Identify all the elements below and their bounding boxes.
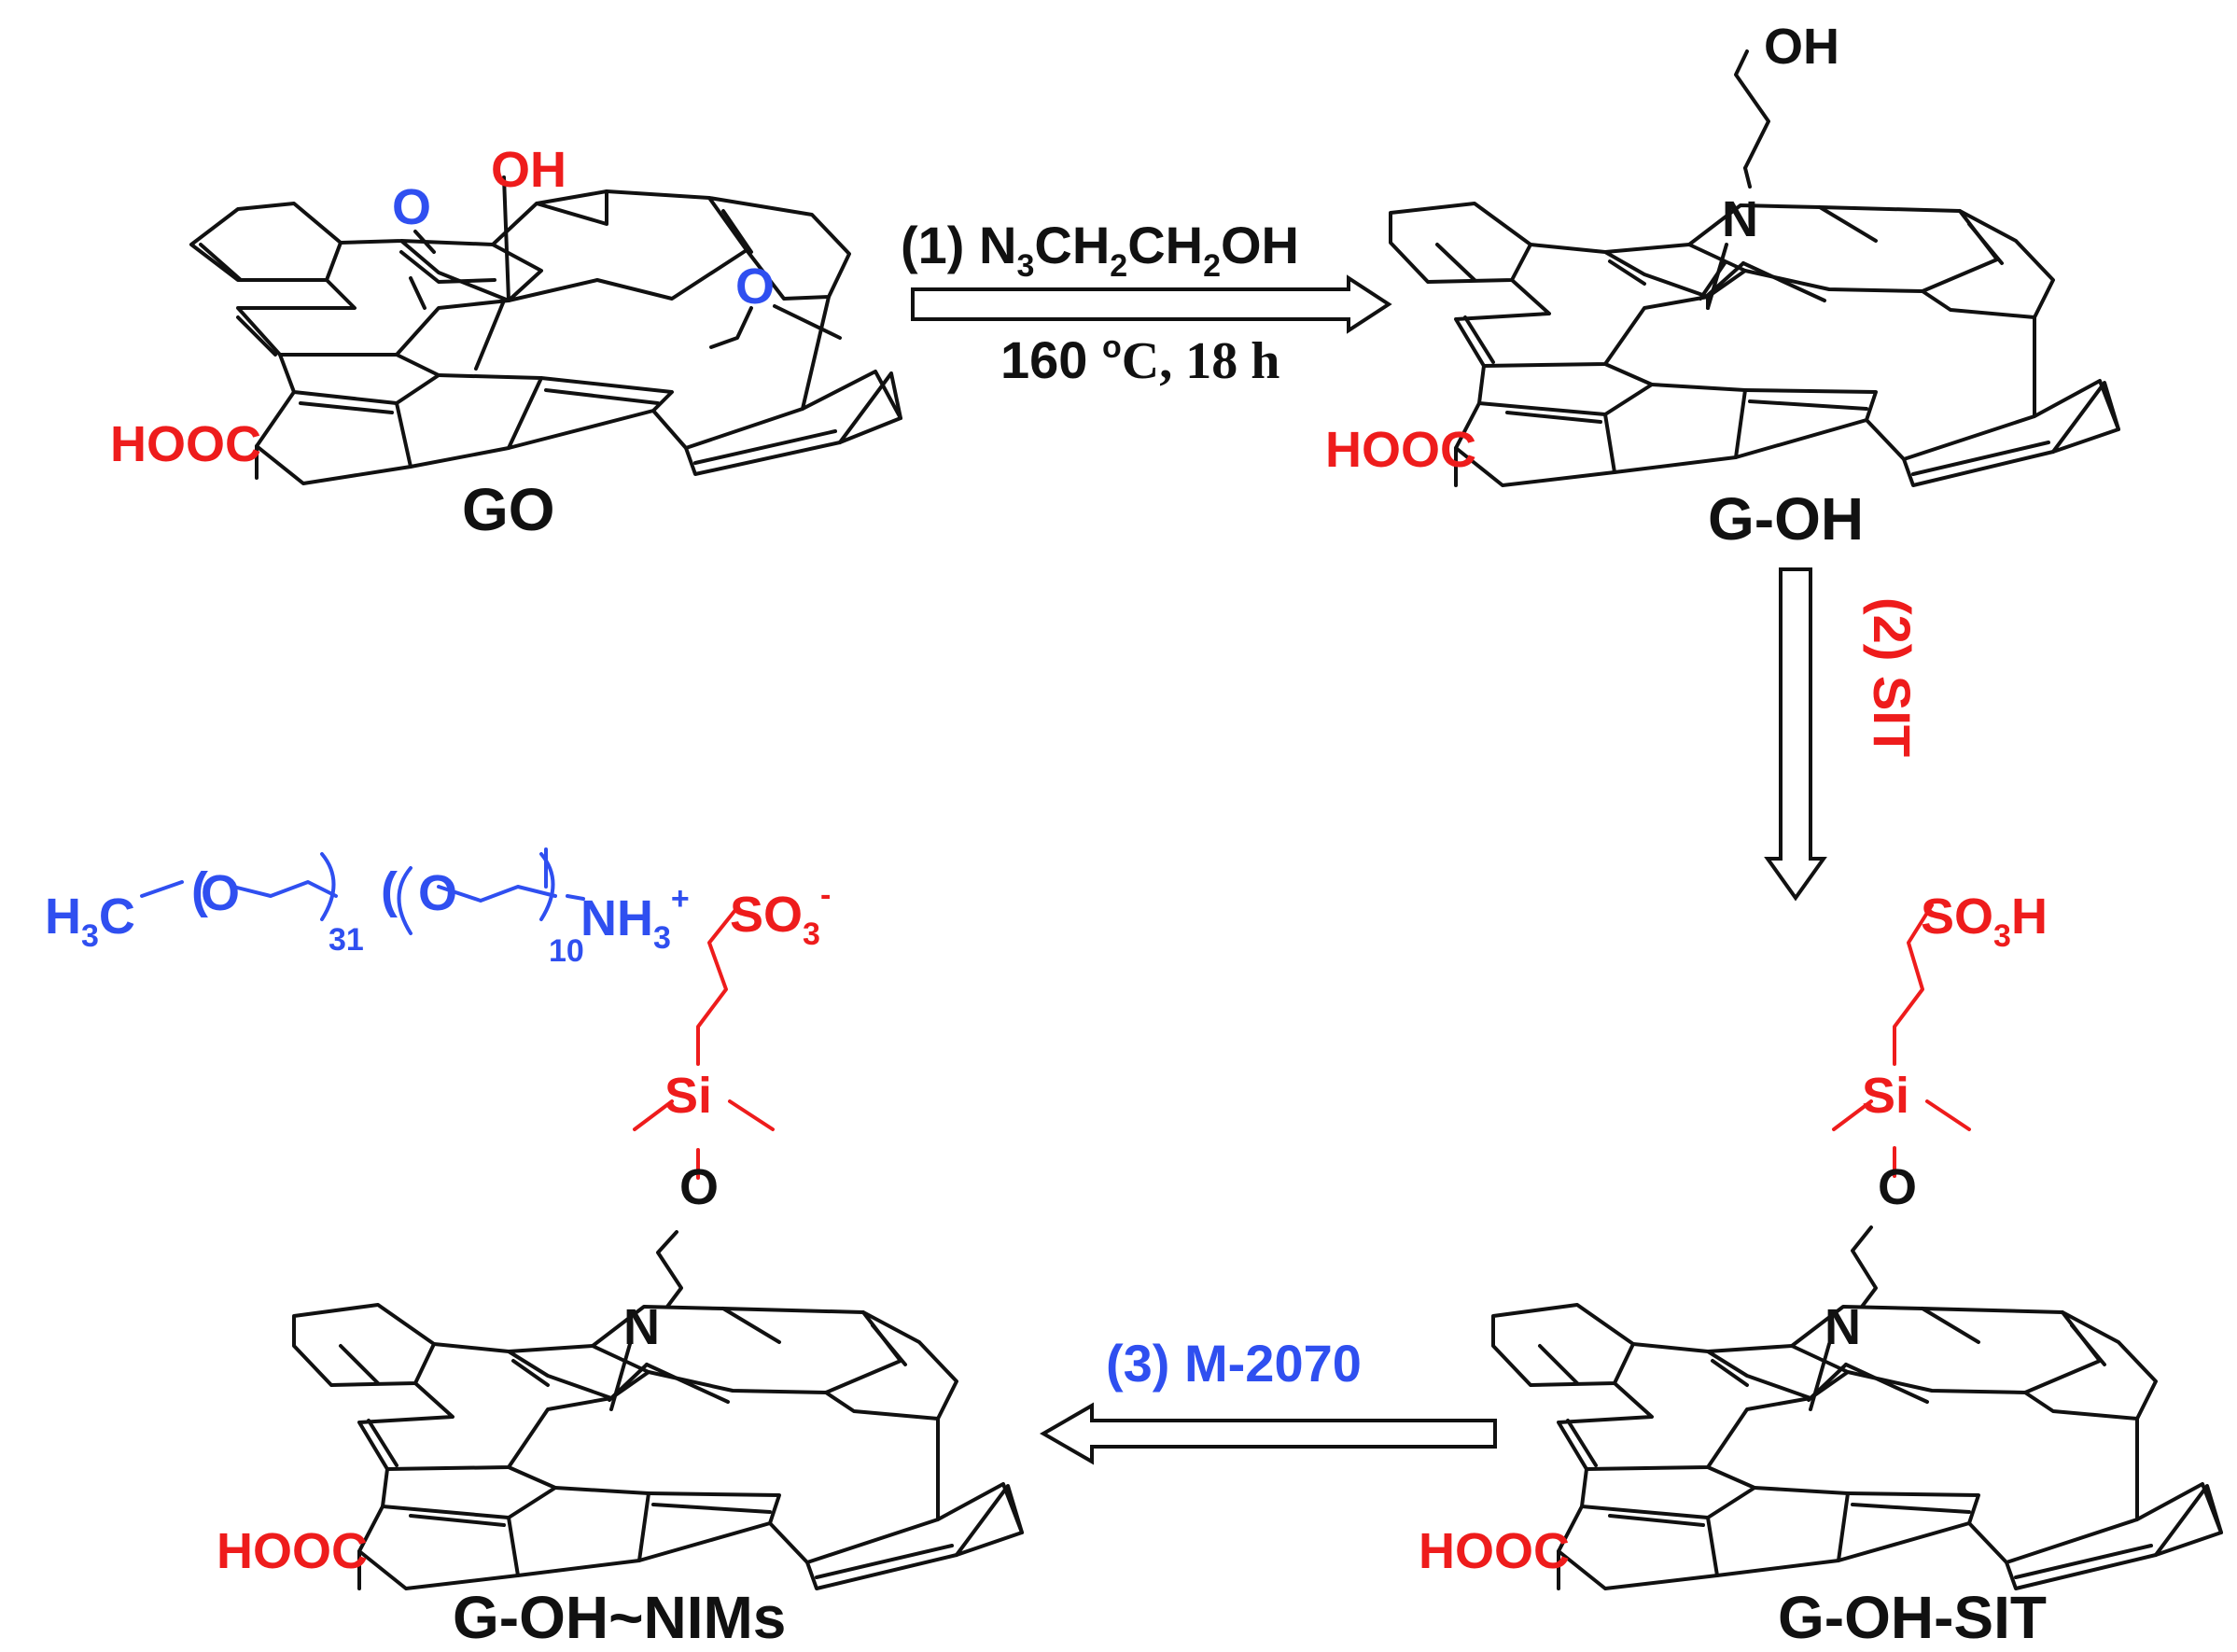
gohnims-ether-oxygen-a: O bbox=[201, 865, 240, 921]
gohnims-paren-open-1: ( bbox=[191, 862, 208, 918]
go-hydroxyl-label: OH bbox=[491, 142, 566, 198]
gohnims-repeat-31: 31 bbox=[329, 922, 364, 958]
gohnims-methyl-label: H3C bbox=[45, 889, 135, 954]
gohnims-polyetheramine-bonds bbox=[140, 847, 585, 935]
gohsit-linker-bonds bbox=[1832, 903, 1971, 1178]
goh-nitrogen-label: N bbox=[1722, 191, 1758, 247]
gohnims-silicon-label: Si bbox=[664, 1068, 712, 1124]
goh-name-label: G-OH bbox=[1708, 485, 1864, 553]
gohnims-nitrogen-label: N bbox=[623, 1299, 660, 1355]
goh-structure bbox=[1389, 49, 2120, 487]
gohsit-carboxyl-label: HOOC bbox=[1419, 1523, 1570, 1579]
gohnims-ammonium-label: NH3+ bbox=[580, 881, 690, 956]
go-name-label: GO bbox=[462, 476, 555, 543]
go-epoxy-oxygen-1: O bbox=[392, 179, 431, 235]
gohsit-structure bbox=[1491, 1225, 2223, 1590]
gohnims-ether-oxygen-b: O bbox=[418, 865, 457, 921]
step3-reagent-label: (3) M-2070 bbox=[1106, 1334, 1362, 1393]
gohnims-carboxyl-label: HOOC bbox=[217, 1523, 368, 1579]
step1-arrow bbox=[911, 274, 1392, 334]
gohsit-nitrogen-label: N bbox=[1825, 1299, 1861, 1355]
gohnims-structure bbox=[292, 1230, 1024, 1590]
goh-hydroxyl-label: OH bbox=[1764, 19, 1839, 75]
gohsit-silicon-label: Si bbox=[1862, 1068, 1909, 1124]
go-epoxy-oxygen-2: O bbox=[735, 259, 775, 315]
gohnims-paren-open-2: ( bbox=[381, 862, 398, 918]
step1-reagent-label: (1) N3CH2CH2OH bbox=[901, 216, 1299, 284]
gohnims-linker-bonds bbox=[633, 908, 775, 1180]
go-structure bbox=[189, 175, 902, 485]
step2-reagent-label: (2) SIT bbox=[1863, 597, 1922, 757]
step1-conditions-label: 160 oC, 18 h bbox=[1000, 329, 1279, 390]
gohsit-oxygen-label: O bbox=[1878, 1159, 1917, 1215]
gohnims-name-label: G-OH~NIMs bbox=[453, 1584, 786, 1651]
goh-carboxyl-label: HOOC bbox=[1325, 422, 1476, 478]
gohsit-sulfonic-label: SO3H bbox=[1921, 889, 2048, 954]
gohsit-name-label: G-OH-SIT bbox=[1778, 1584, 2047, 1651]
gohnims-sulfonate-label: SO3- bbox=[730, 877, 831, 952]
step3-arrow bbox=[1039, 1402, 1497, 1465]
step2-arrow bbox=[1764, 567, 1827, 902]
gohnims-repeat-10: 10 bbox=[549, 933, 584, 969]
gohnims-oxygen-label: O bbox=[679, 1159, 719, 1215]
go-carboxyl-label: HOOC bbox=[110, 416, 261, 472]
